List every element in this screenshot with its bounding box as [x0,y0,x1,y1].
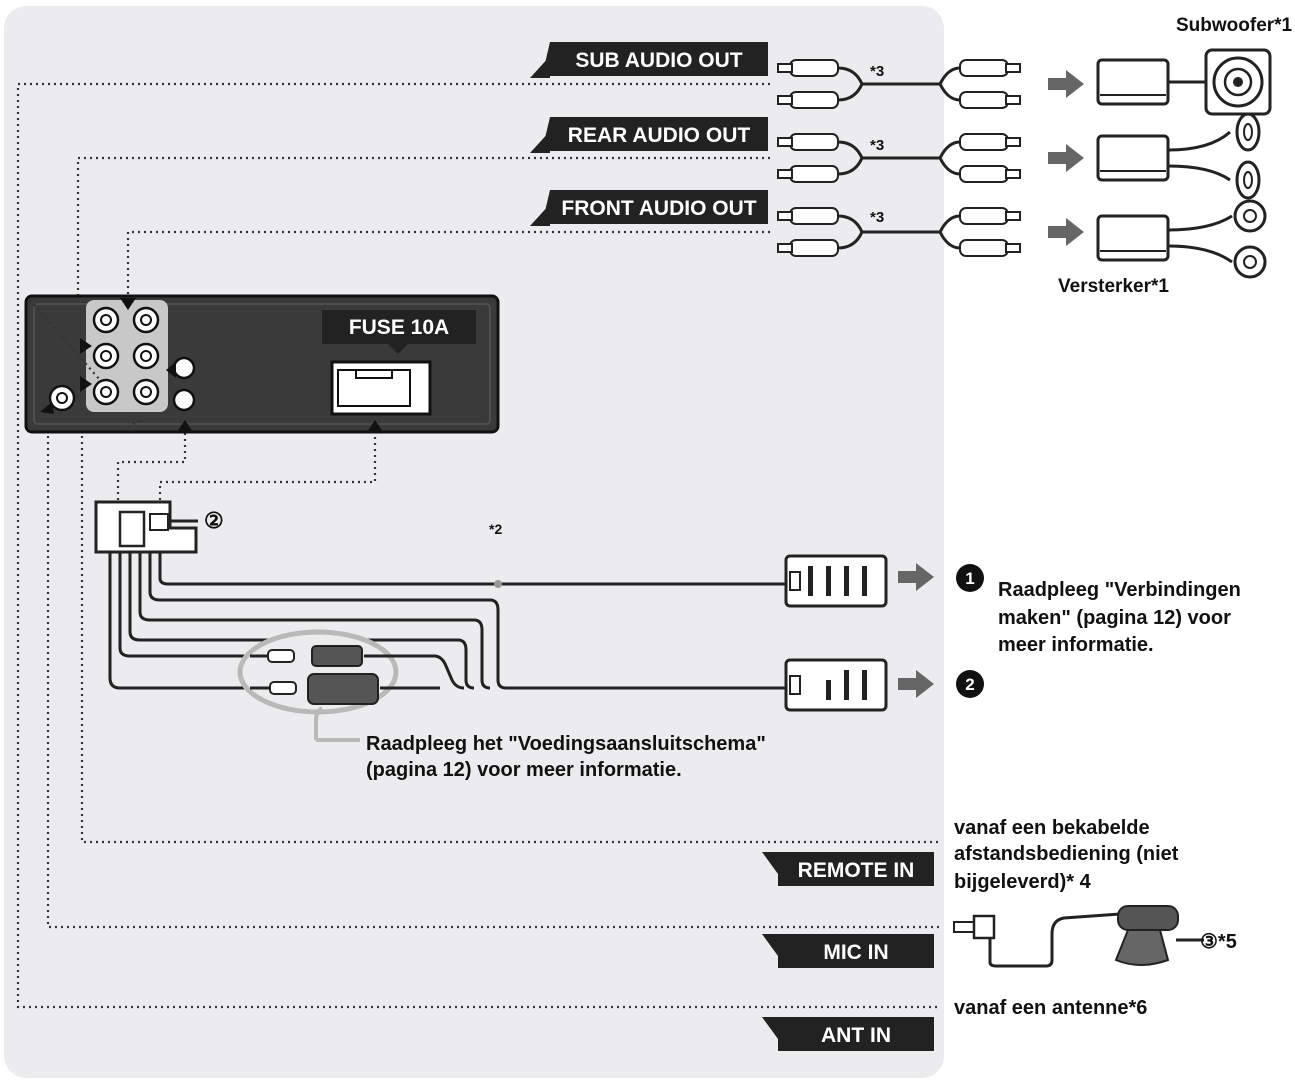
sub-rca-cable [777,59,1021,109]
antenna-note: vanaf een antenne*6 [954,997,1147,1019]
front-audio-out-label: FRONT AUDIO OUT [530,190,768,226]
svg-text:FRONT AUDIO OUT: FRONT AUDIO OUT [561,197,756,220]
svg-text:REAR AUDIO OUT: REAR AUDIO OUT [568,124,751,147]
front-speakers [1167,199,1267,279]
subwoofer-label: Subwoofer*1 [1176,15,1293,36]
power-connectors-highlight [237,629,440,742]
rca-cables [777,59,1021,257]
svg-text:ANT IN: ANT IN [821,1024,891,1047]
harness-circle2: ② [204,508,224,533]
amplifier-label: Versterker*1 [1058,276,1169,297]
wire-junction-dot [494,580,502,588]
rear-audio-out-label: REAR AUDIO OUT [530,117,768,153]
note-star3-sub: *3 [870,63,884,80]
svg-text:FUSE 10A: FUSE 10A [349,316,449,339]
remote-note-line1: vanaf een bekabelde [954,817,1150,839]
svg-text:1: 1 [965,569,974,588]
front-rca-cable [777,207,1021,257]
svg-text:REMOTE IN: REMOTE IN [798,859,915,882]
note-star2: *2 [489,521,502,537]
fuse-label: FUSE 10A [322,310,476,354]
sub-audio-out-label: SUB AUDIO OUT [530,42,768,78]
subwoofer-speaker [1168,48,1272,116]
note-star3-front: *3 [870,209,884,226]
svg-text:2: 2 [965,675,974,694]
amplifier-boxes [1096,58,1170,262]
svg-text:SUB AUDIO OUT: SUB AUDIO OUT [575,49,742,72]
connector-number-1: 1 [956,564,984,592]
connector-number-2: 2 [956,670,984,698]
connector1-note-line1: Raadpleeg "Verbindingen [998,579,1241,601]
remote-note-line2: afstandsbediening (niet [954,843,1179,865]
rear-speakers [1167,112,1261,200]
dotted-routing [16,82,940,1009]
connector1-note-line3: meer informatie. [998,634,1154,656]
jack-arrows [40,298,383,432]
note-star3-rear: *3 [870,137,884,154]
gray-arrows [898,70,1084,698]
power-note-line2: (pagina 12) voor meer informatie. [366,759,682,781]
ant-in-label: ANT IN [762,1017,934,1051]
remote-in-label: REMOTE IN [762,852,934,886]
remote-note-line3: bijgeleverd)* 4 [954,871,1092,893]
rear-rca-cable [777,133,1021,183]
mic-circle3-note: ③*5 [1200,931,1237,953]
microphone [953,905,1204,968]
power-note-line1: Raadpleeg het "Voedingsaansluitschema" [366,733,766,755]
mic-in-label: MIC IN [762,934,934,968]
connector1-note-line2: maken" (pagina 12) voor [998,607,1231,629]
dotted-sub-diag [119,419,141,433]
wiring-harness [94,500,888,712]
svg-text:MIC IN: MIC IN [823,941,888,964]
diagram-panel [4,6,944,1078]
